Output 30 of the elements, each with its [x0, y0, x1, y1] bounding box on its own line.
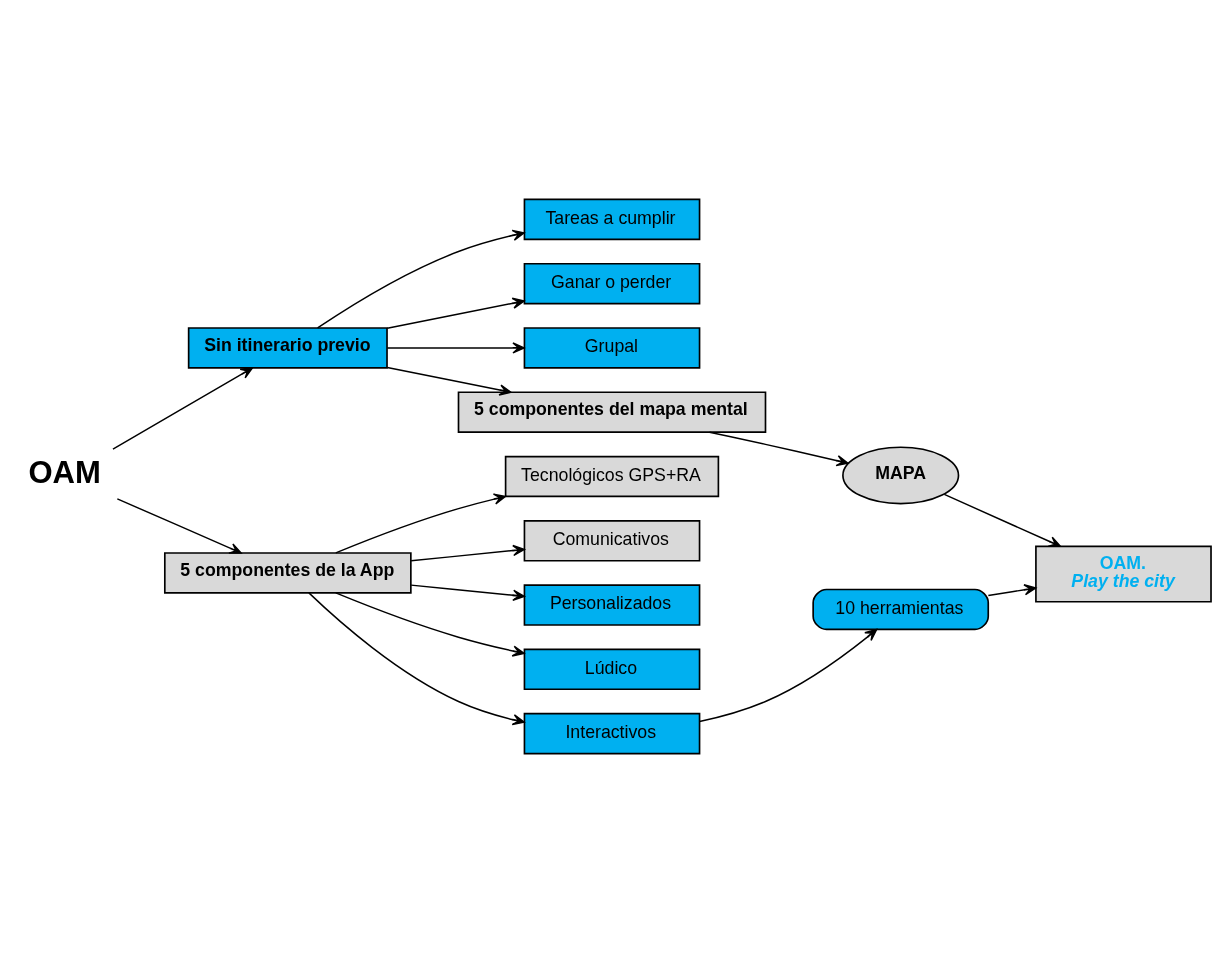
node-ellipse: MAPA: [842, 446, 960, 505]
node-box: Lúdico: [523, 648, 701, 691]
node-box: Ganar o perder: [523, 262, 701, 305]
arrow: [386, 366, 512, 396]
node-box: Tecnológicos GPS+RA: [504, 455, 720, 498]
node-box: 10 herramientas: [812, 588, 990, 631]
arrow: [335, 493, 507, 554]
arrow: [386, 297, 525, 330]
arrow: [386, 342, 525, 354]
node-box: Sin itinerario previo: [187, 327, 388, 369]
arrow: [308, 592, 525, 726]
arrow: [708, 431, 849, 467]
node-box: Tareas a cumplir: [523, 198, 701, 241]
arrow: [410, 584, 526, 601]
node-box: 5 componentes de la App: [164, 552, 412, 594]
node-box: 5 componentes del mapa mental: [457, 391, 767, 433]
node-box: Grupal: [523, 327, 701, 369]
node-box: Comunicativos: [523, 520, 701, 562]
arrow: [698, 628, 878, 723]
node-box: Personalizados: [523, 584, 701, 626]
arrow: [410, 544, 526, 562]
node-text: OAM: [28, 455, 101, 491]
node-box: OAM. Play the city: [1035, 545, 1212, 603]
arrow: [335, 592, 525, 657]
arrow: [112, 367, 253, 450]
node-box: Interactivos: [523, 712, 701, 755]
arrow: [987, 584, 1037, 597]
arrow: [316, 229, 525, 329]
arrow: [116, 498, 242, 554]
arrow: [943, 493, 1062, 548]
